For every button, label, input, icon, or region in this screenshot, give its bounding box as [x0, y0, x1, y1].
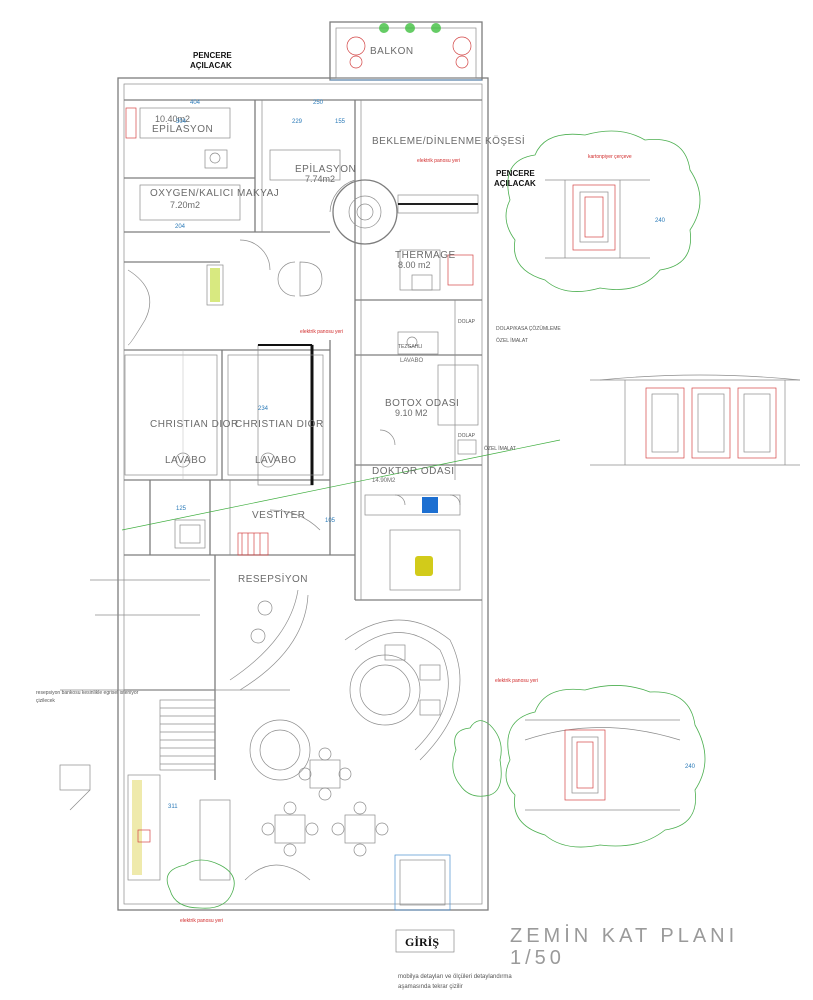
outer-walls [117, 21, 489, 911]
dining-tables [261, 747, 389, 857]
top-left-furniture [125, 107, 479, 291]
dim-204: 204 [175, 224, 186, 230]
dim-240-b: 240 [685, 764, 696, 770]
room-label-epilasyon-2: EPİLASYON [295, 162, 356, 175]
room-label-thermage: THERMAGE [395, 250, 456, 261]
room-label-bekleme: BEKLEME/DİNLENME KÖŞESİ [372, 134, 525, 147]
drawing-scale: 1/50 [510, 947, 565, 969]
detail-panels [524, 179, 801, 811]
room-label-botox: BOTOX ODASI [385, 398, 459, 409]
dior-rooms [124, 344, 324, 486]
callout-acilacak-right: AÇILACAK [494, 179, 536, 188]
dim-229: 229 [292, 119, 303, 125]
dim-250: 250 [313, 100, 324, 106]
dim-155: 155 [335, 119, 346, 125]
note-tezgahli: TEZGAHLI [398, 344, 422, 350]
note-elektrik-2: elektrik panosu yeri [300, 329, 343, 335]
right-rooms [364, 331, 479, 591]
room-area-thermage: 8.00 m2 [398, 260, 431, 270]
balcony-items [330, 23, 482, 81]
stairs [127, 699, 311, 881]
note-kartonpiyer: kartonpiyer çerçeve [588, 154, 632, 160]
callout-acilacak-top: AÇILACAK [190, 61, 232, 70]
room-area-doktor: 14.90M2 [372, 478, 396, 484]
room-label-christian-dior-2: CHRISTIAN DIOR [235, 419, 324, 430]
note-elektrik-3: elektrik panosu yeri [495, 678, 538, 684]
note-ozel-imalat-2: ÖZEL İMALAT [484, 445, 516, 452]
reception-area [229, 589, 461, 781]
footer-note-1: mobilya detayları ve ölçüleri detaylandı… [398, 974, 512, 980]
dim-234: 234 [258, 406, 269, 412]
dim-105: 105 [325, 518, 336, 524]
callout-pencere-right: PENCERE [496, 169, 535, 178]
dim-240-a: 240 [655, 218, 666, 224]
note-elektrik-1: elektrik panosu yeri [417, 158, 460, 164]
room-label-lavabo-1: LAVABO [165, 455, 207, 466]
room-area-epilasyon-2: 7.74m2 [305, 174, 335, 184]
room-label-lavabo-2: LAVABO [255, 455, 297, 466]
note-elektrik-4: elektrik panosu yeri [180, 918, 223, 924]
note-ozel-imalat-1: ÖZEL İMALAT [496, 337, 528, 344]
note-resepsiyon-bankosu-2: çizilecek [36, 698, 55, 704]
entrance [394, 854, 455, 953]
room-label-lavabo-3: LAVABO [400, 358, 423, 364]
dim-304: 304 [176, 119, 187, 125]
dim-125: 125 [176, 506, 187, 512]
entrance-label: GİRİŞ [405, 935, 439, 949]
interior-walls [124, 99, 482, 780]
callout-pencere-top: PENCERE [193, 51, 232, 60]
room-area-oxygen: 7.20m2 [170, 200, 200, 210]
drawing-title: ZEMİN KAT PLANI [510, 924, 738, 947]
note-dolap-2: DOLAP [458, 433, 476, 439]
room-label-balkon: BALKON [370, 46, 414, 57]
leader-lines [59, 439, 561, 811]
revision-clouds [166, 130, 706, 909]
note-dolap-kasa: DOLAP/KASA ÇÖZÜMLEME [496, 325, 561, 332]
room-label-epilasyon-1: EPİLASYON [152, 122, 213, 135]
room-label-christian-dior-1: CHRISTIAN DIOR [150, 419, 239, 430]
room-label-doktor: DOKTOR ODASI [372, 466, 455, 477]
dim-311: 311 [168, 804, 178, 810]
room-label-oxygen: OXYGEN/KALICI MAKYAJ [150, 188, 279, 199]
room-label-resepsiyon: RESEPSİYON [238, 572, 308, 585]
note-resepsiyon-bankosu: resepsiyon bankosu kesinlikle egrisel is… [36, 690, 139, 696]
room-area-epilasyon-1: 10.40m2 [155, 114, 190, 124]
hallway [127, 239, 323, 346]
room-area-botox: 9.10 M2 [395, 408, 428, 418]
footer-note-2: aşamasında tekrar çizilir [398, 984, 463, 990]
vestiyer-area [174, 509, 321, 556]
dim-404: 404 [190, 100, 201, 106]
note-dolap-1: DOLAP [458, 319, 476, 325]
room-label-vestiyer: VESTİYER [252, 508, 305, 521]
